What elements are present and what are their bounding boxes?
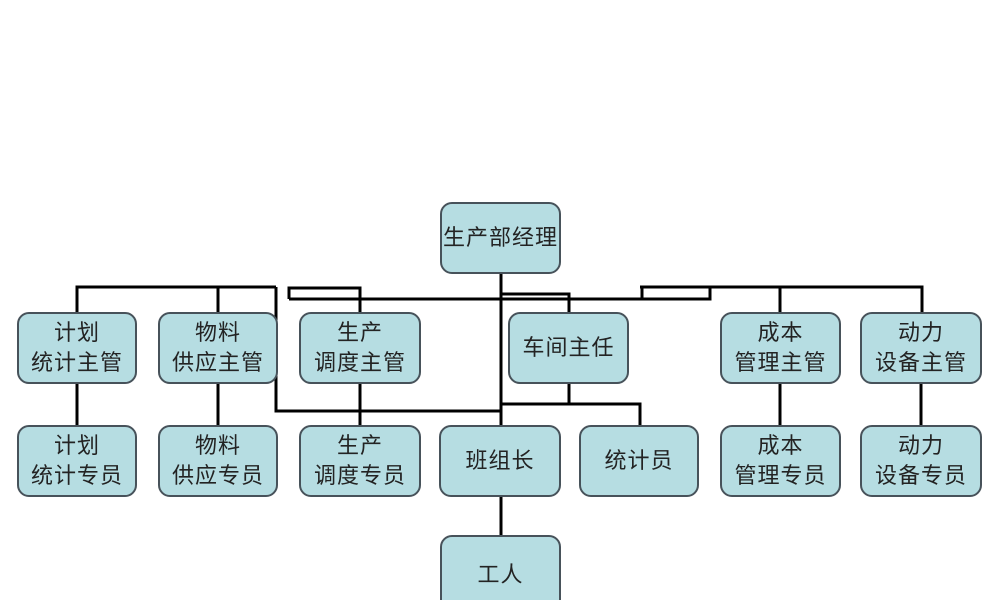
org-node-planning-supervisor-label: 计划 统计主管 [30, 320, 123, 375]
org-node-cost-supervisor-label: 成本 管理主管 [734, 320, 827, 375]
connector-drop-workshop-dir [501, 292, 571, 312]
org-node-material-supervisor-label: 物料 供应主管 [171, 320, 264, 375]
connector-workshop-bus [501, 402, 642, 425]
org-node-material-supervisor: 物料 供应主管 [158, 312, 278, 384]
org-node-worker-label: 工人 [477, 562, 524, 587]
org-node-workshop-director-label: 车间主任 [522, 335, 615, 360]
org-node-cost-specialist: 成本 管理专员 [720, 425, 841, 497]
org-node-planning-specialist: 计划 统计专员 [17, 425, 137, 497]
org-node-manager: 生产部经理 [440, 202, 561, 274]
org-node-scheduling-specialist: 生产 调度专员 [299, 425, 421, 497]
connector-middle-bus [289, 287, 712, 301]
org-node-scheduling-specialist-label: 生产 调度专员 [313, 433, 406, 488]
connector-right-bus [640, 285, 924, 312]
org-node-power-specialist: 动力 设备专员 [860, 425, 982, 497]
org-node-cost-supervisor: 成本 管理主管 [720, 312, 841, 384]
org-node-manager-label: 生产部经理 [442, 225, 558, 250]
org-node-planning-supervisor: 计划 统计主管 [17, 312, 137, 384]
org-node-planning-specialist-label: 计划 统计专员 [30, 433, 123, 488]
org-node-workshop-director: 车间主任 [508, 312, 629, 384]
org-node-scheduling-supervisor-label: 生产 调度主管 [313, 320, 406, 375]
org-node-worker: 工人 [440, 535, 561, 600]
org-node-power-specialist-label: 动力 设备专员 [874, 433, 967, 488]
org-node-cost-specialist-label: 成本 管理专员 [734, 433, 827, 488]
org-node-power-supervisor: 动力 设备主管 [860, 312, 982, 384]
org-node-power-supervisor-label: 动力 设备主管 [874, 320, 967, 375]
org-node-material-specialist-label: 物料 供应专员 [171, 433, 264, 488]
connector-left-bus [75, 285, 276, 312]
org-node-statistician: 统计员 [579, 425, 699, 497]
org-node-statistician-label: 统计员 [604, 448, 674, 473]
org-node-material-specialist: 物料 供应专员 [158, 425, 278, 497]
org-node-scheduling-supervisor: 生产 调度主管 [299, 312, 421, 384]
org-node-team-leader: 班组长 [439, 425, 561, 497]
org-node-team-leader-label: 班组长 [465, 448, 535, 473]
